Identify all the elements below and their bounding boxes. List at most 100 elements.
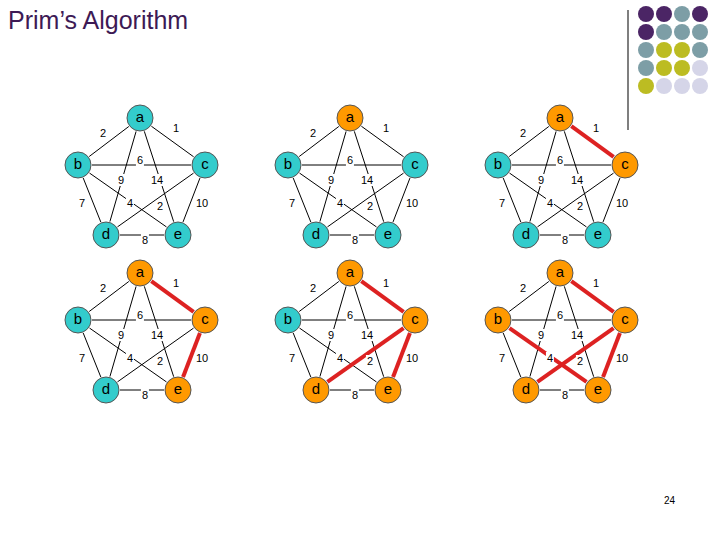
vertex-circle	[585, 377, 611, 403]
graph-vertex: c	[611, 151, 639, 179]
vertex-name: c	[401, 151, 429, 179]
graph-edge	[117, 173, 193, 227]
vertex-circle	[375, 222, 401, 248]
edge-weight: 14	[570, 329, 584, 341]
decor-dot	[692, 60, 708, 76]
vertex-circle	[612, 307, 638, 333]
vertex-name: a	[546, 104, 574, 132]
decor-dot	[674, 24, 690, 40]
edge-weight: 6	[346, 309, 354, 321]
vertex-circle	[612, 152, 638, 178]
vertex-name: c	[611, 151, 639, 179]
edge-weight: 7	[78, 352, 86, 364]
graph-edge	[320, 286, 346, 376]
graph-vertex: e	[584, 376, 612, 404]
graph-vertex: e	[164, 221, 192, 249]
vertex-name: a	[336, 259, 364, 287]
edge-weight: 14	[150, 174, 164, 186]
vertex-name: c	[611, 306, 639, 334]
edge-weight: 7	[288, 197, 296, 209]
edge-weight: 9	[117, 174, 125, 186]
decor-dot	[674, 6, 690, 22]
edge-weight: 4	[336, 352, 344, 364]
edge-weight: 7	[498, 197, 506, 209]
vertex-circle	[337, 105, 363, 131]
vertex-name: a	[126, 104, 154, 132]
vertex-circle	[513, 222, 539, 248]
vertex-name: e	[584, 221, 612, 249]
vertex-circle	[93, 222, 119, 248]
edge-weight: 1	[382, 122, 390, 134]
edge-weight: 2	[309, 127, 317, 139]
edge-weight: 1	[382, 277, 390, 289]
graph-edge	[110, 286, 136, 376]
edge-weight: 8	[561, 234, 569, 246]
graph-edge	[320, 131, 346, 221]
edge-weight: 2	[519, 282, 527, 294]
graph-vertex: d	[512, 221, 540, 249]
vertex-name: d	[92, 221, 120, 249]
vertex-circle	[485, 152, 511, 178]
edge-weight: 6	[556, 309, 564, 321]
vertex-name: a	[546, 259, 574, 287]
edge-weight: 4	[126, 197, 134, 209]
vertex-name: b	[274, 151, 302, 179]
vertex-name: a	[336, 104, 364, 132]
graph-vertex: d	[512, 376, 540, 404]
decor-dot	[638, 60, 654, 76]
edge-weight: 2	[576, 200, 584, 212]
edge-weight: 1	[172, 277, 180, 289]
vertex-circle	[485, 307, 511, 333]
vertex-circle	[547, 260, 573, 286]
vertex-circle	[337, 260, 363, 286]
vertex-circle	[192, 307, 218, 333]
graph-vertex: b	[484, 151, 512, 179]
decor-dot	[656, 6, 672, 22]
graph-edge	[354, 131, 383, 221]
vertex-name: d	[512, 376, 540, 404]
edge-weight: 10	[615, 197, 629, 209]
graph-edge	[327, 173, 403, 227]
vertex-circle	[275, 152, 301, 178]
graph-vertex: e	[374, 376, 402, 404]
edge-weight: 2	[309, 282, 317, 294]
vertex-circle	[93, 377, 119, 403]
decoration	[628, 6, 708, 130]
vertex-name: b	[484, 306, 512, 334]
vertex-name: d	[512, 221, 540, 249]
edge-weight: 2	[99, 282, 107, 294]
graph-vertex: b	[64, 151, 92, 179]
vertex-circle	[192, 152, 218, 178]
edge-weight: 9	[537, 329, 545, 341]
vertex-circle	[402, 152, 428, 178]
graph-vertex: a	[126, 259, 154, 287]
edge-weight: 2	[156, 200, 164, 212]
edge-weight: 2	[156, 355, 164, 367]
edge-weight: 8	[351, 234, 359, 246]
vertex-name: d	[92, 376, 120, 404]
decor-dot	[656, 42, 672, 58]
vertex-circle	[513, 377, 539, 403]
vertex-name: b	[274, 306, 302, 334]
edge-weight: 10	[195, 197, 209, 209]
graph-vertex: d	[92, 221, 120, 249]
graph-vertex: a	[546, 104, 574, 132]
edge-weight: 6	[556, 154, 564, 166]
vertex-name: c	[191, 151, 219, 179]
edge-weight: 1	[592, 122, 600, 134]
edge-layer	[83, 126, 620, 390]
graph-edge	[564, 286, 593, 376]
graph-vertex: e	[374, 221, 402, 249]
vertex-name: e	[584, 376, 612, 404]
edge-weight: 14	[360, 329, 374, 341]
edge-weight: 9	[537, 174, 545, 186]
edge-weight: 9	[327, 329, 335, 341]
graph-edge	[299, 126, 339, 156]
vertex-circle	[547, 105, 573, 131]
graph-vertex: c	[611, 306, 639, 334]
vertex-circle	[127, 105, 153, 131]
vertex-name: c	[191, 306, 219, 334]
decor-dot	[674, 60, 690, 76]
graph-vertex: a	[336, 104, 364, 132]
vertex-name: b	[64, 151, 92, 179]
